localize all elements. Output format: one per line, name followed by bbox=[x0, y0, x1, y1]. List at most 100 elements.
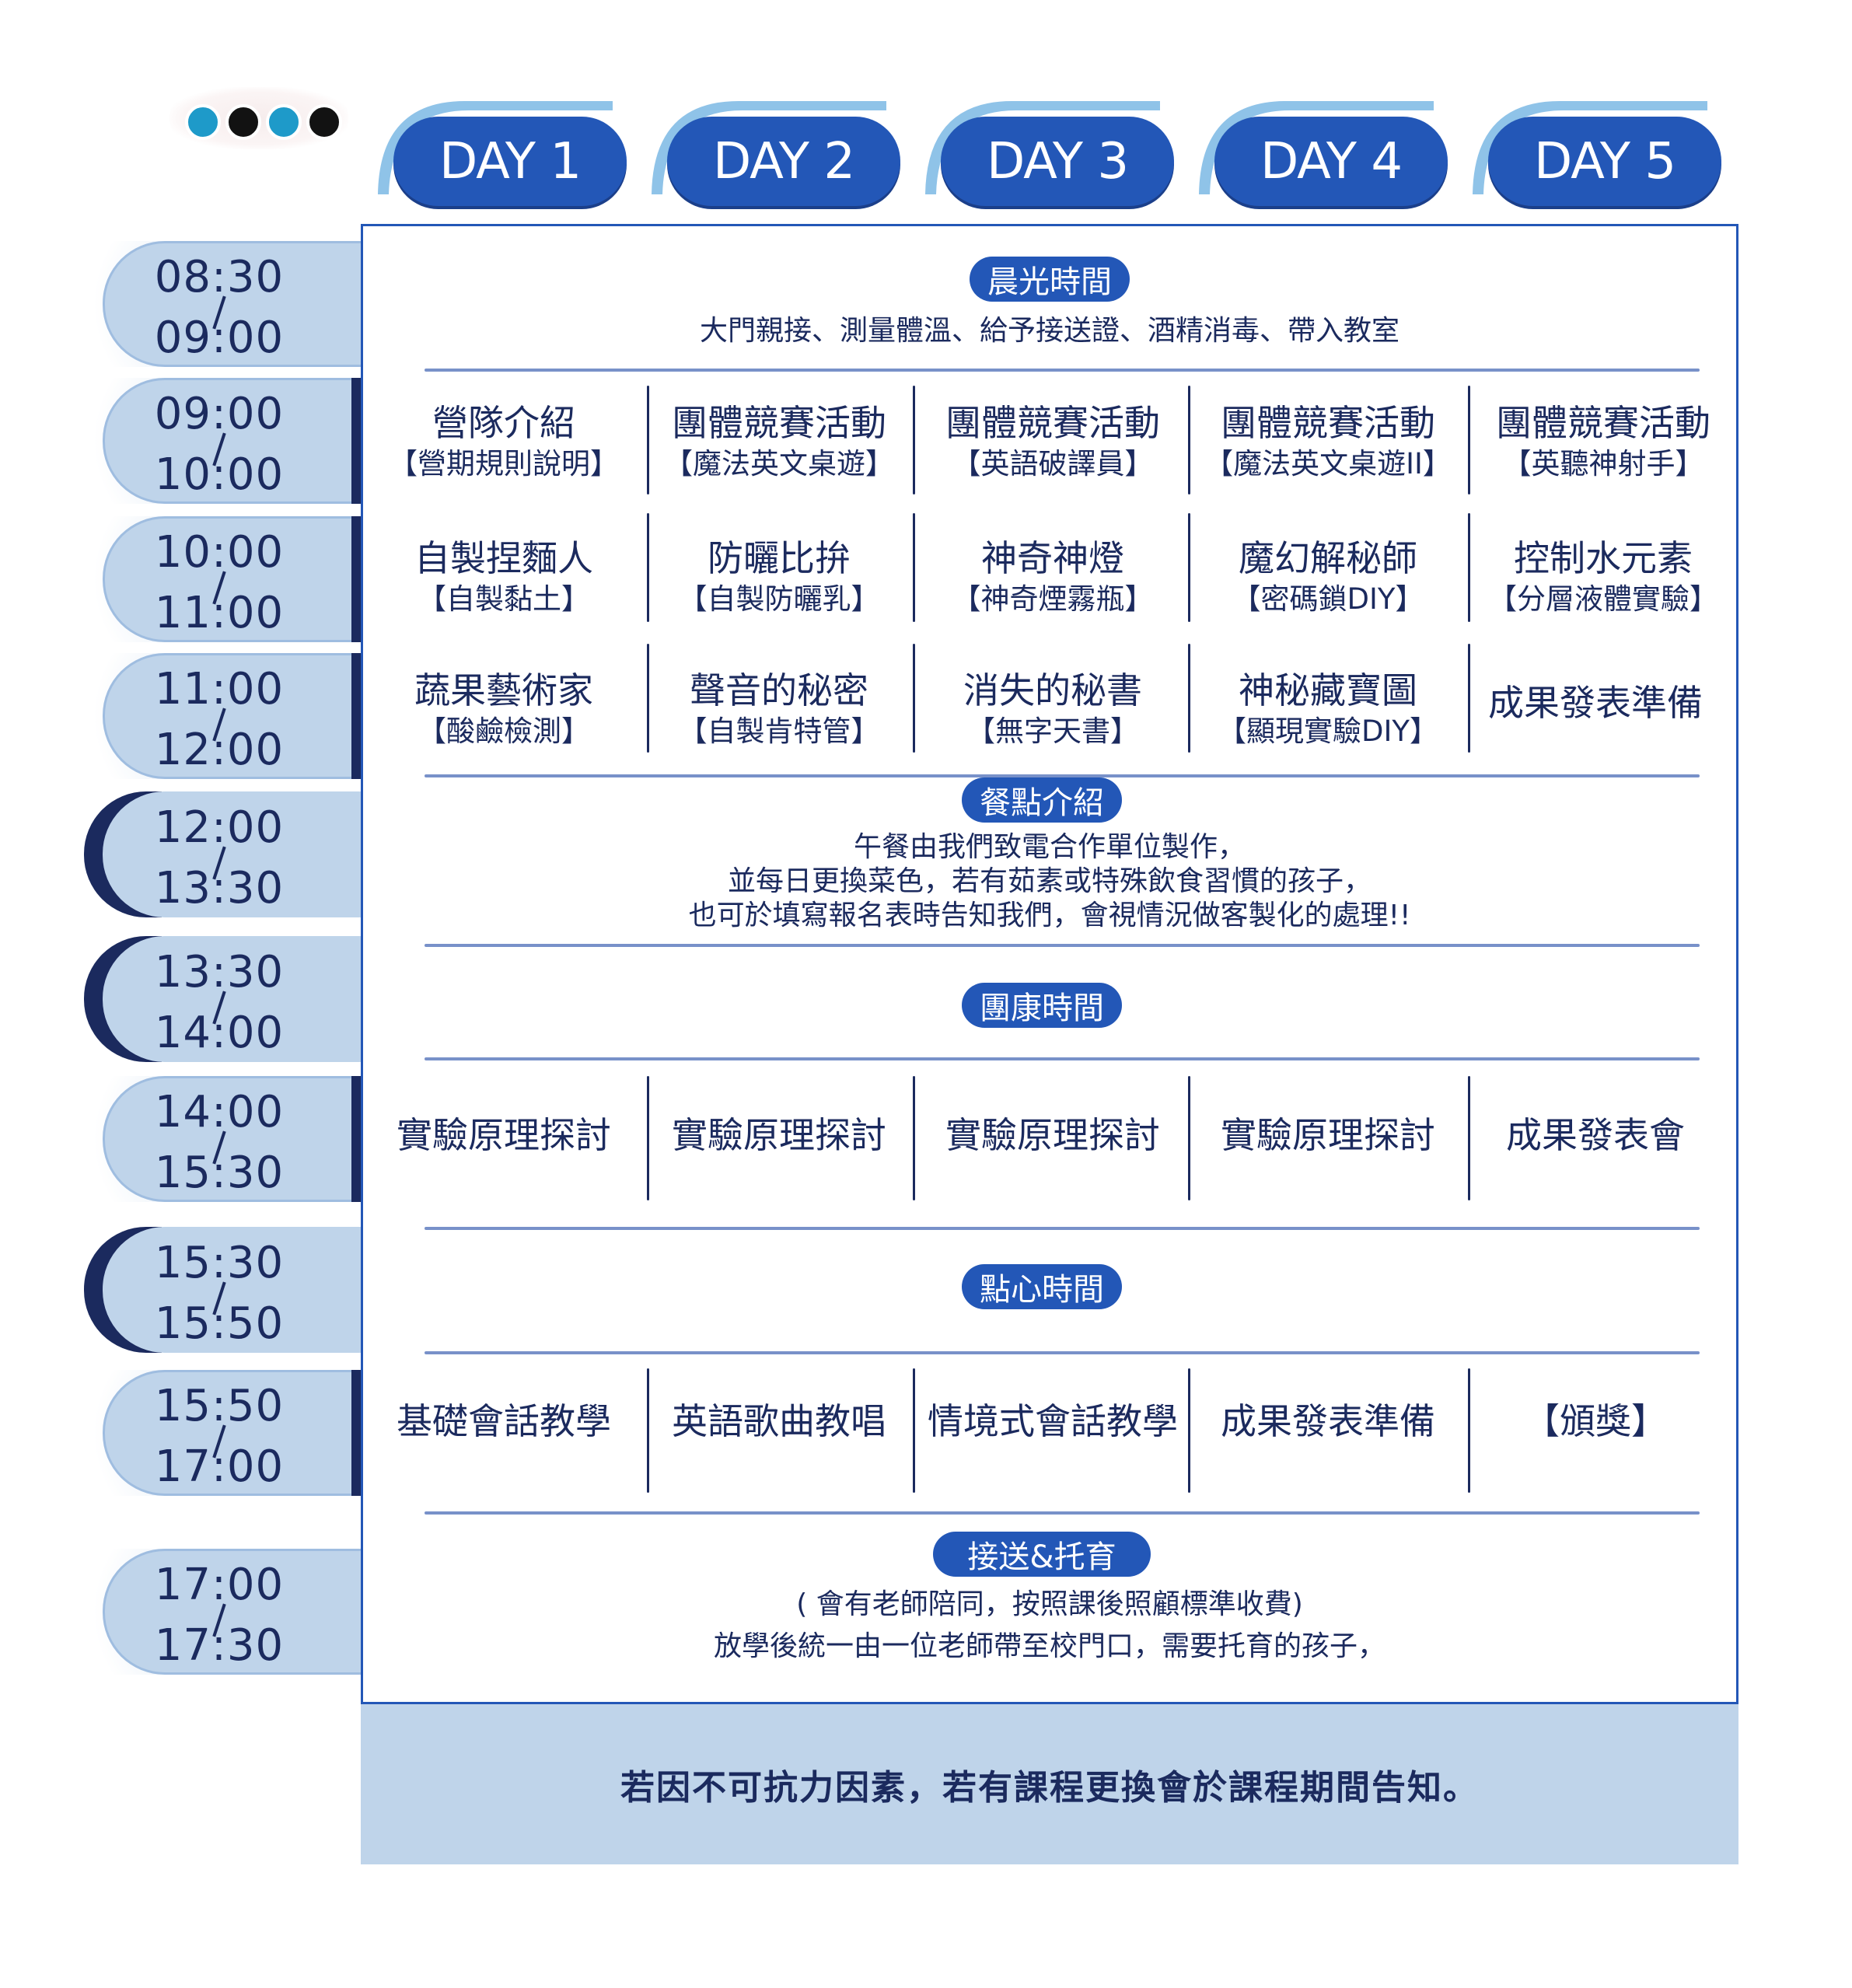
column-divider bbox=[913, 386, 915, 494]
activity-cell: 消失的秘書【無字天書】 bbox=[921, 669, 1185, 751]
day-header-1: DAY 1 bbox=[372, 93, 627, 210]
activity-cell: 蔬果藝術家【酸鹼檢測】 bbox=[372, 669, 636, 751]
activity-cell: 基礎會話教學 bbox=[372, 1399, 636, 1443]
activity-title: 團體競賽活動 bbox=[1221, 402, 1435, 444]
column-divider bbox=[1188, 1076, 1190, 1200]
activity-title: 基礎會話教學 bbox=[397, 1400, 611, 1442]
time-slot: 15:50 17:00 bbox=[56, 1370, 361, 1496]
activity-cell: 防曬比拚【自製防曬乳】 bbox=[647, 536, 911, 619]
activity-subtitle: 【顯現實驗DIY】 bbox=[1217, 714, 1438, 748]
activity-cell: 情境式會話教學 bbox=[921, 1399, 1185, 1443]
time-slot: 13:30 14:00 bbox=[84, 936, 361, 1062]
column-divider bbox=[1188, 1368, 1190, 1493]
activity-title: 聲音的秘密 bbox=[690, 669, 868, 711]
activity-subtitle: 【魔法英文桌遊II】 bbox=[1204, 447, 1452, 480]
activity-cell: 神秘藏寶圖【顯現實驗DIY】 bbox=[1196, 669, 1460, 751]
section-title-pickup: 接送&托育 bbox=[933, 1532, 1151, 1577]
lunch-line: 午餐由我們致電合作單位製作， bbox=[853, 831, 1246, 863]
activity-subtitle: 【無字天書】 bbox=[966, 714, 1139, 748]
time-tab bbox=[103, 936, 361, 1062]
column-divider bbox=[647, 386, 649, 494]
time-slot: 08:30 09:00 bbox=[56, 241, 361, 367]
day-label: DAY 1 bbox=[393, 117, 627, 206]
activity-cell: 英語歌曲教唱 bbox=[647, 1399, 911, 1443]
activity-subtitle: 【自製防曬乳】 bbox=[678, 582, 880, 616]
activity-cell: 團體競賽活動【英聽神射手】 bbox=[1471, 401, 1735, 484]
dot-icon bbox=[266, 104, 302, 140]
time-tab bbox=[103, 791, 361, 917]
divider bbox=[425, 1057, 1700, 1060]
time-start: 09:00 bbox=[154, 389, 285, 439]
section-title-lunch: 餐點介紹 bbox=[962, 777, 1122, 823]
time-tab bbox=[103, 241, 361, 367]
column-divider bbox=[1468, 1076, 1470, 1200]
day-label: DAY 3 bbox=[941, 117, 1174, 206]
column-divider bbox=[1468, 1368, 1470, 1493]
activity-subtitle: 【自製肯特管】 bbox=[678, 714, 880, 748]
time-end: 14:00 bbox=[154, 1008, 285, 1058]
activity-title: 自製捏麵人 bbox=[414, 537, 593, 579]
time-end: 12:00 bbox=[154, 725, 285, 775]
divider bbox=[425, 1511, 1700, 1515]
activity-cell: 實驗原理探討 bbox=[372, 1113, 636, 1157]
column-divider bbox=[1188, 386, 1190, 494]
column-divider bbox=[913, 1368, 915, 1493]
dot-icon bbox=[225, 104, 261, 140]
time-slot: 10:00 11:00 bbox=[56, 516, 361, 642]
activity-cell: 聲音的秘密【自製肯特管】 bbox=[647, 669, 911, 751]
divider bbox=[425, 369, 1700, 372]
column-divider bbox=[913, 1076, 915, 1200]
activity-title: 神奇神燈 bbox=[981, 537, 1124, 579]
activity-title: 團體競賽活動 bbox=[1496, 402, 1710, 444]
activity-cell: 成果發表會 bbox=[1463, 1113, 1728, 1157]
section-title-team: 團康時間 bbox=[962, 983, 1122, 1028]
column-divider bbox=[1468, 386, 1470, 494]
activity-cell: 魔幻解秘師【密碼鎖DIY】 bbox=[1196, 536, 1460, 619]
column-divider bbox=[1468, 513, 1470, 622]
time-tab bbox=[103, 1076, 361, 1202]
time-start: 15:50 bbox=[154, 1381, 285, 1431]
activity-cell: 自製捏麵人【自製黏土】 bbox=[372, 536, 636, 619]
time-tab bbox=[103, 653, 361, 779]
column-divider bbox=[647, 1368, 649, 1493]
activity-cell: 團體競賽活動【魔法英文桌遊】 bbox=[647, 401, 911, 484]
divider bbox=[425, 1227, 1700, 1230]
activity-cell: 營隊介紹【營期規則說明】 bbox=[372, 401, 636, 484]
time-end: 09:00 bbox=[154, 313, 285, 363]
footer-notice: 若因不可抗力因素，若有課程更換會於課程期間告知。 bbox=[361, 1704, 1738, 1864]
activity-title: 實驗原理探討 bbox=[672, 1114, 886, 1156]
divider bbox=[425, 1351, 1700, 1354]
column-divider bbox=[647, 644, 649, 753]
time-tab bbox=[103, 1549, 361, 1675]
activity-cell: 控制水元素【分層液體實驗】 bbox=[1471, 536, 1735, 619]
activity-title: 防曬比拚 bbox=[708, 537, 851, 579]
time-end: 10:00 bbox=[154, 449, 285, 500]
activity-title: 魔幻解秘師 bbox=[1239, 537, 1417, 579]
dot-icon bbox=[185, 104, 221, 140]
activity-title: 團體競賽活動 bbox=[672, 402, 886, 444]
activity-cell: 神奇神燈【神奇煙霧瓶】 bbox=[921, 536, 1185, 619]
activity-cell: 實驗原理探討 bbox=[921, 1113, 1185, 1157]
time-end: 17:30 bbox=[154, 1620, 285, 1671]
activity-cell: 實驗原理探討 bbox=[1196, 1113, 1460, 1157]
day-header-2: DAY 2 bbox=[645, 93, 900, 210]
column-divider bbox=[1188, 513, 1190, 622]
activity-title: 實驗原理探討 bbox=[397, 1114, 611, 1156]
morning-text: 大門親接、測量體溫、給予接送證、酒精消毒、帶入教室 bbox=[699, 315, 1399, 347]
time-start: 08:30 bbox=[154, 252, 285, 302]
activity-title: 團體競賽活動 bbox=[945, 402, 1160, 444]
time-end: 17:00 bbox=[154, 1441, 285, 1492]
arc-icon bbox=[652, 101, 886, 194]
schedule-board bbox=[361, 224, 1738, 1704]
activity-title: 控制水元素 bbox=[1514, 537, 1693, 579]
time-slot: 15:30 15:50 bbox=[84, 1227, 361, 1353]
activity-title: 【頒獎】 bbox=[1524, 1400, 1667, 1442]
arc-icon bbox=[925, 101, 1160, 194]
activity-cell: 【頒獎】 bbox=[1463, 1399, 1728, 1443]
time-bar bbox=[351, 378, 361, 504]
column-divider bbox=[647, 1076, 649, 1200]
time-start: 15:30 bbox=[154, 1238, 285, 1288]
time-tab bbox=[103, 1370, 361, 1496]
activity-subtitle: 【酸鹼檢測】 bbox=[418, 714, 590, 748]
activity-title: 成果發表準備 bbox=[1488, 682, 1703, 724]
